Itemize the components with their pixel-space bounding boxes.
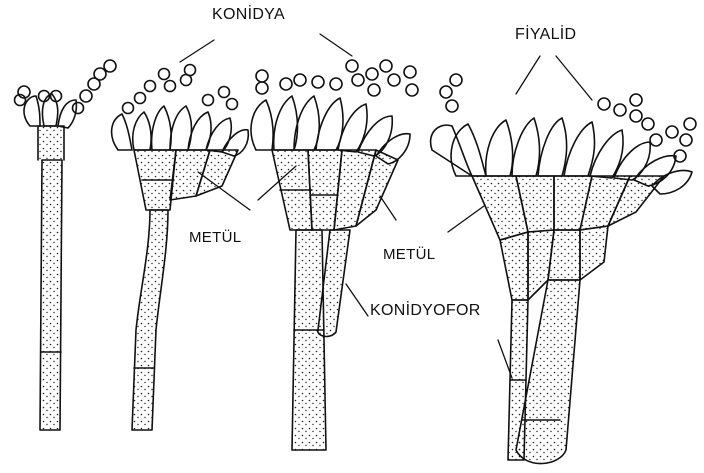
conidiophore-4 [431, 74, 696, 464]
label-metul-right: METÜL [383, 246, 435, 263]
conidiophore-1 [15, 60, 117, 430]
label-konidya: KONİDYA [212, 6, 285, 24]
label-metul-left: METÜL [189, 229, 241, 246]
conidiophore-2 [112, 65, 249, 431]
label-konidyofor: KONİDYOFOR [370, 302, 481, 320]
label-fiyalid: FİYALİD [515, 26, 576, 44]
